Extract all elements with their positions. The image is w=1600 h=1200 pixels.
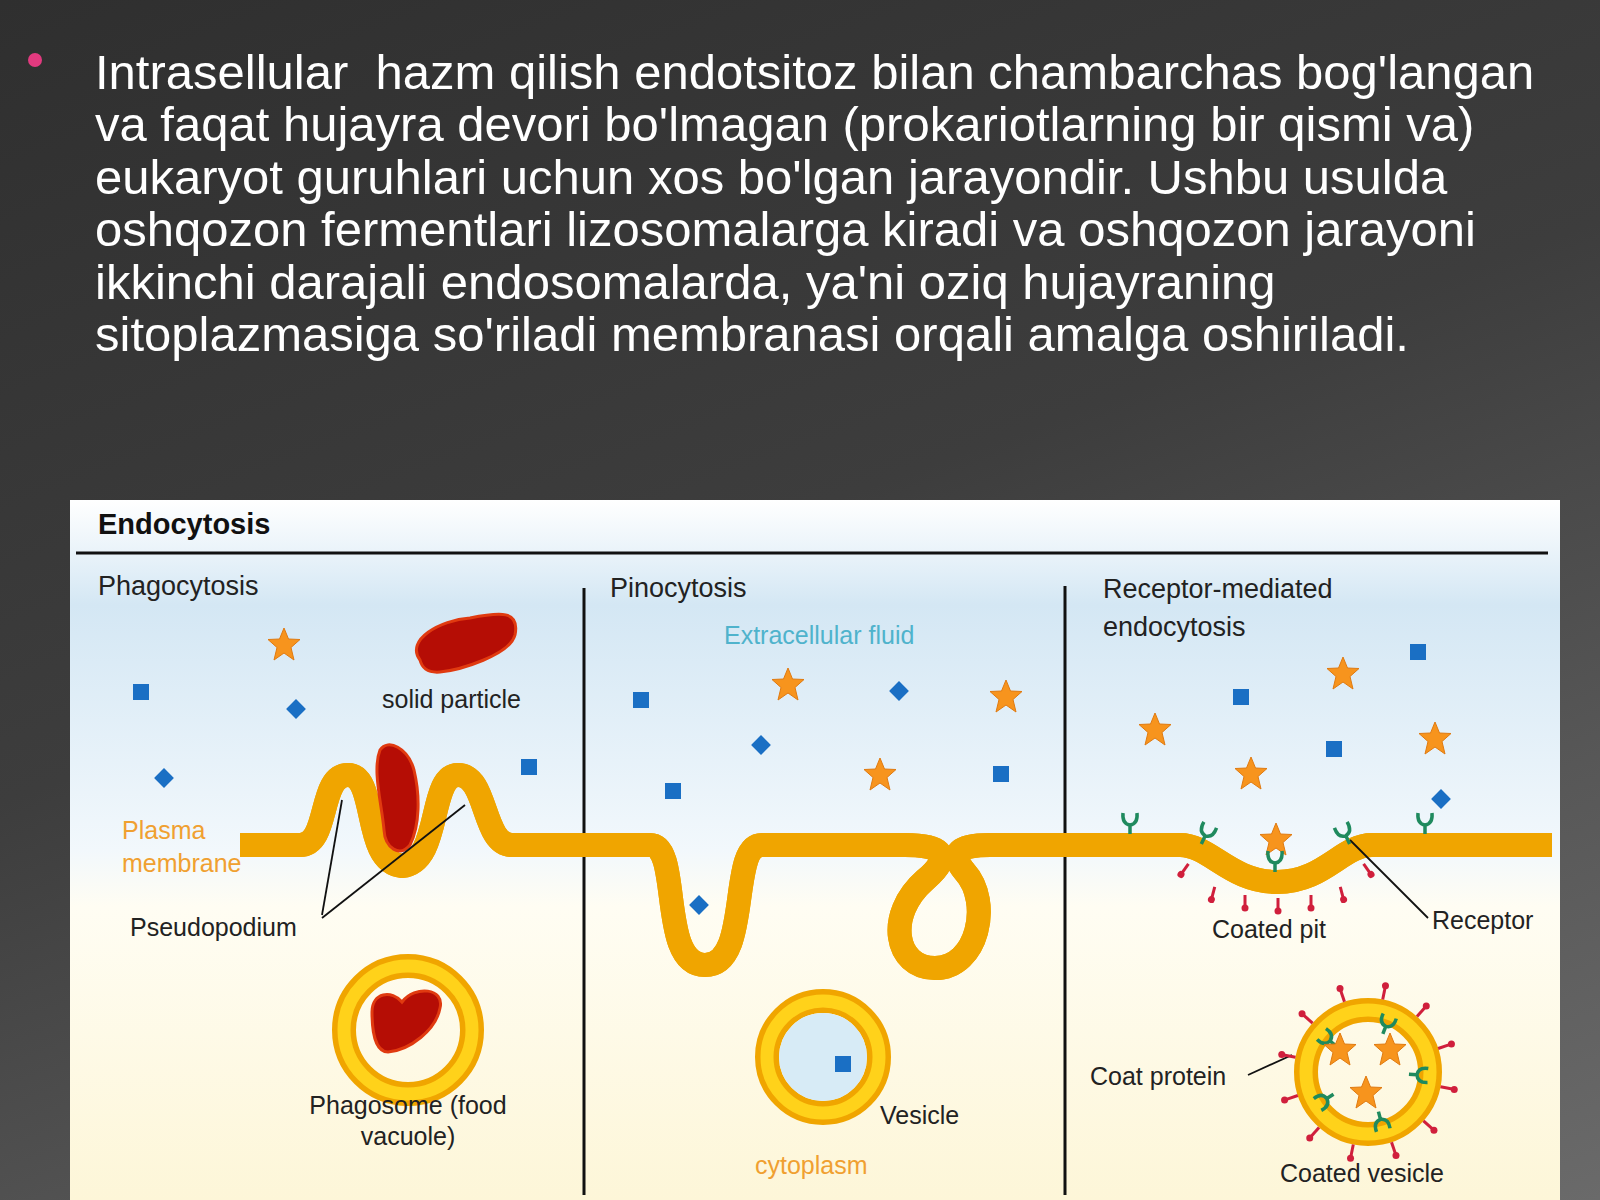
panel-title: Pinocytosis [610, 570, 1010, 608]
part-label: Coated vesicle [1280, 1158, 1444, 1189]
panel-title: Phagocytosis [98, 568, 498, 606]
part-label: solid particle [382, 684, 521, 715]
part-label: Phagosome (food vacuole) [298, 1090, 518, 1153]
panel-heading: Receptor-mediated endocytosis [1103, 571, 1403, 647]
slide-text: Intrasellular hazm qilish endotsitoz bil… [95, 46, 1565, 361]
panel-heading: Phagocytosis [98, 568, 498, 606]
part-label: Coated pit [1212, 914, 1326, 945]
part-label: Pseudopodium [130, 912, 297, 943]
part-label: Coat protein [1090, 1061, 1226, 1092]
region-label: Extracellular fluid [724, 620, 914, 651]
part-label: Vesicle [880, 1100, 959, 1131]
panel-title: Receptor-mediated endocytosis [1103, 571, 1403, 647]
region-label: cytoplasm [755, 1150, 868, 1181]
panel-heading: Pinocytosis [610, 570, 1010, 608]
part-label: Receptor [1432, 905, 1533, 936]
part-label: Plasma membrane [122, 814, 237, 879]
diagram-title: Endocytosis [98, 506, 270, 542]
